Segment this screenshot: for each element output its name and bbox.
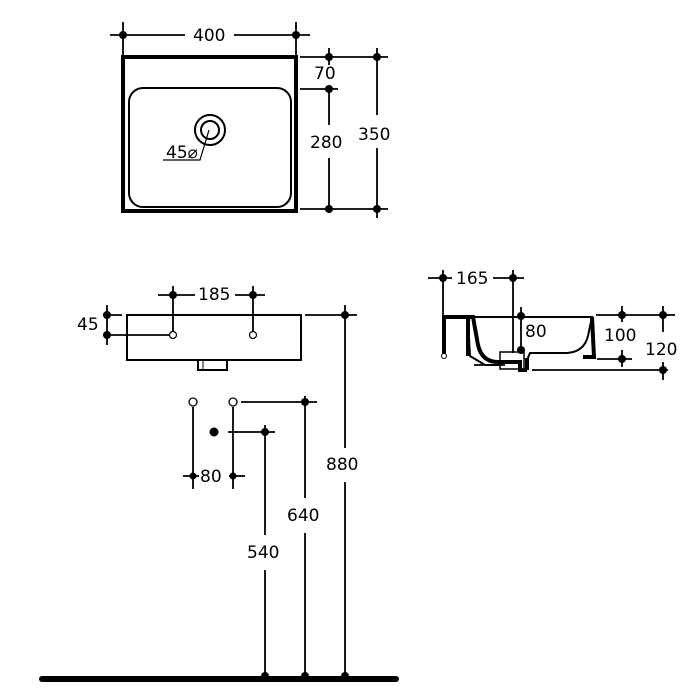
tap-spacing-label: 185 xyxy=(198,285,230,305)
front-view: 185 45 80 540 640 xyxy=(39,285,399,682)
side-view: 165 80 100 120 xyxy=(428,269,677,380)
supply-height-label: 640 xyxy=(287,506,319,526)
drain-leader xyxy=(163,129,210,161)
waste-outlet-icon xyxy=(209,427,219,437)
drain-height-label: 540 xyxy=(247,543,279,563)
drain-inner-icon xyxy=(200,120,220,140)
drain-outer-icon xyxy=(194,114,226,146)
tap-hole-left-icon xyxy=(168,330,178,340)
drain-trap-front xyxy=(197,360,228,371)
wall-bracket-side xyxy=(442,315,470,356)
tap-offset-label: 45 xyxy=(77,315,99,335)
bowl-outline-top xyxy=(128,87,292,208)
supply-spacing-label: 80 xyxy=(200,467,222,487)
inner-height-label: 100 xyxy=(604,326,636,346)
basin-depth-dimension-label: 280 xyxy=(310,133,342,153)
rim-dimension-label: 70 xyxy=(314,64,336,84)
basin-outline-top xyxy=(121,55,298,213)
bowl-inner-curve xyxy=(473,316,594,361)
bowl-profile-outer xyxy=(468,315,527,372)
basin-outline-front xyxy=(126,314,302,361)
hot-supply-icon xyxy=(228,397,238,407)
front-wall-side xyxy=(583,316,597,359)
cold-supply-icon xyxy=(188,397,198,407)
rim-height-label: 880 xyxy=(326,455,358,475)
overall-depth-dimension-label: 350 xyxy=(358,125,390,145)
overall-height-label: 120 xyxy=(645,340,677,360)
drain-position-label: 165 xyxy=(456,269,488,289)
drain-diameter-label: 45⌀ xyxy=(166,143,198,163)
bowl-depth-label: 80 xyxy=(525,322,547,342)
tap-hole-right-icon xyxy=(248,330,258,340)
top-view: 45⌀ 400 70 280 350 xyxy=(110,22,390,218)
drain-body-side xyxy=(499,351,525,370)
width-dimension-label: 400 xyxy=(193,26,225,46)
